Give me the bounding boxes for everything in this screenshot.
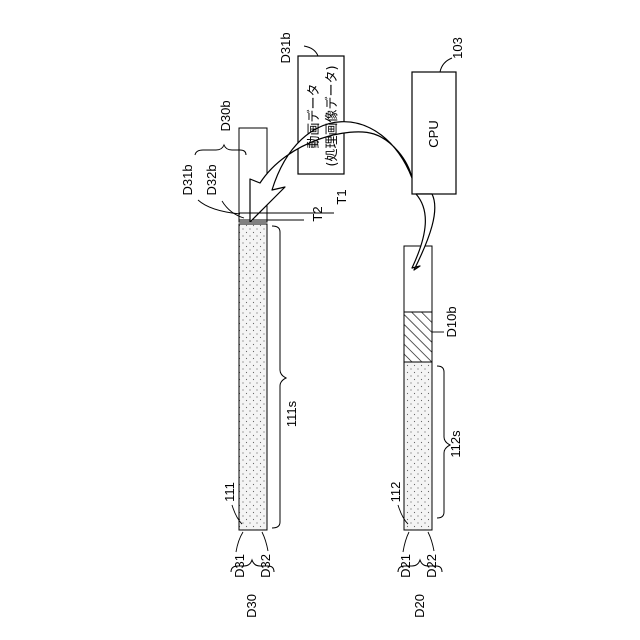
- label-d32: D32: [258, 554, 273, 578]
- label-d32b-left: D32b: [204, 164, 219, 195]
- d31-leader: [236, 532, 243, 552]
- buffer-112-hatched-region-d10b: [404, 312, 432, 362]
- label-motion-data: 動画データ: [306, 83, 322, 148]
- label-cpu: CPU: [426, 120, 441, 147]
- d30b-bracket: [195, 145, 246, 155]
- label-111s: 111s: [284, 400, 299, 427]
- label-111: 111: [222, 482, 237, 502]
- label-processed-image-data: (処理画像データ): [324, 65, 340, 166]
- label-d20: D20: [412, 594, 427, 618]
- label-t2: T2: [310, 206, 325, 221]
- d31b-top-leader: [304, 46, 318, 56]
- bracket-111s: [272, 226, 286, 528]
- d22-leader: [428, 532, 434, 551]
- label-d10b: D10b: [444, 306, 459, 337]
- label-d31b-top: D31b: [278, 32, 293, 63]
- buffer-112-filled-region: [404, 362, 432, 530]
- label-d31b-left: D31b: [180, 164, 195, 195]
- cpu-ref-leader: [440, 58, 452, 72]
- label-d22: D22: [424, 554, 439, 578]
- label-cpu-ref: 103: [450, 37, 465, 59]
- label-d30b: D30b: [218, 100, 233, 131]
- label-t1: T1: [334, 189, 349, 204]
- d21-leader: [403, 532, 409, 552]
- label-112: 112: [388, 482, 403, 503]
- label-112s: 112s: [448, 430, 463, 458]
- buffer-111-filled-region: [239, 224, 267, 530]
- label-d30: D30: [244, 594, 259, 618]
- label-d31: D31: [232, 554, 247, 578]
- d31b-left-leader: [198, 200, 240, 214]
- d32-leader: [262, 532, 268, 551]
- label-d21: D21: [398, 554, 413, 578]
